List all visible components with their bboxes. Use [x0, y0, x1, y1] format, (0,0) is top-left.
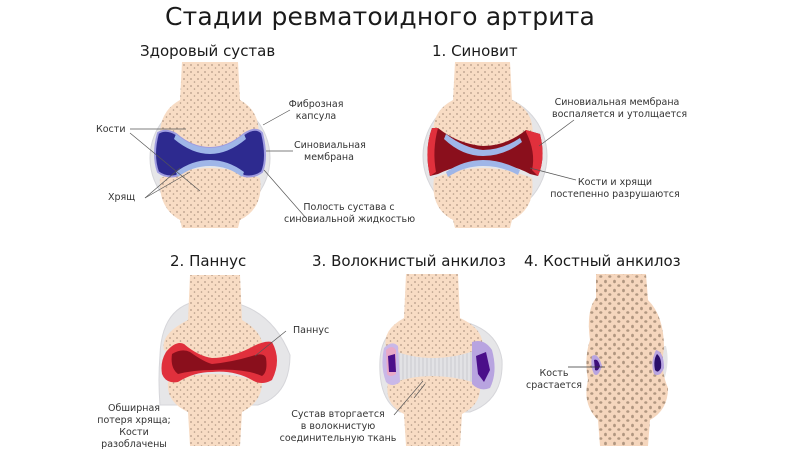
- label-line: мембрана: [304, 152, 354, 163]
- label-line: Фиброзная: [288, 99, 344, 110]
- label-bone-destruction: Кости и хрящи постепенно разрушаются: [550, 177, 680, 201]
- label-line: разоблачены: [101, 439, 167, 450]
- label-line: Кость: [539, 368, 569, 379]
- label-line: Кости: [119, 427, 149, 438]
- label-bones: Кости: [96, 124, 126, 135]
- heading-healthy-joint: Здоровый сустав: [140, 42, 276, 60]
- fibrous-ankylosis-joint-illustration: [379, 274, 503, 446]
- label-fibrous-capsule: Фиброзная капсула: [286, 99, 346, 123]
- heading-synovitis: 1. Синовит: [432, 42, 518, 60]
- label-line: синовиальной жидкостью: [284, 214, 416, 225]
- label-synovial-membrane: Синовиальная мембрана: [294, 140, 366, 164]
- label-line: срастается: [526, 380, 582, 391]
- label-line: в волокнистую: [300, 421, 376, 432]
- heading-fibrous-ankylosis: 3. Волокнистый анкилоз: [312, 252, 506, 270]
- label-line: Сустав вторгается: [291, 409, 385, 420]
- pannus-joint-illustration: [158, 275, 291, 446]
- label-line: Синовиальная: [294, 140, 366, 151]
- label-cartilage-loss: Обширная потеря хряща; Кости разоблачены: [94, 403, 174, 451]
- label-fibrous-invasion: Сустав вторгается в волокнистую соединит…: [278, 409, 398, 445]
- bony-ankylosis-joint-illustration: [568, 274, 668, 446]
- label-line: потеря хряща;: [97, 415, 171, 426]
- label-bone-fusion: Кость срастается: [524, 368, 584, 392]
- label-joint-cavity: Полость сустава с синовиальной жидкостью: [284, 202, 416, 226]
- healthy-joint-illustration: [129, 62, 307, 228]
- label-cartilage: Хрящ: [108, 192, 136, 203]
- label-membrane-inflamed: Синовиальная мембрана воспаляется и утол…: [552, 97, 688, 121]
- diagram-title: Стадии ревматоидного артрита: [165, 2, 595, 31]
- label-line: Полость сустава с: [303, 202, 395, 213]
- heading-bony-ankylosis: 4. Костный анкилоз: [524, 252, 681, 270]
- label-line: воспаляется и утолщается: [552, 109, 688, 120]
- label-pannus: Паннус: [293, 325, 330, 336]
- label-line: Обширная: [108, 403, 160, 414]
- heading-pannus: 2. Паннус: [170, 252, 247, 270]
- synovitis-joint-illustration: [422, 62, 577, 228]
- label-line: Кости и хрящи: [577, 177, 653, 188]
- label-line: постепенно разрушаются: [550, 189, 680, 200]
- label-line: Синовиальная мембрана: [554, 97, 680, 108]
- label-line: капсула: [295, 111, 337, 122]
- label-line: соединительную ткань: [279, 433, 397, 444]
